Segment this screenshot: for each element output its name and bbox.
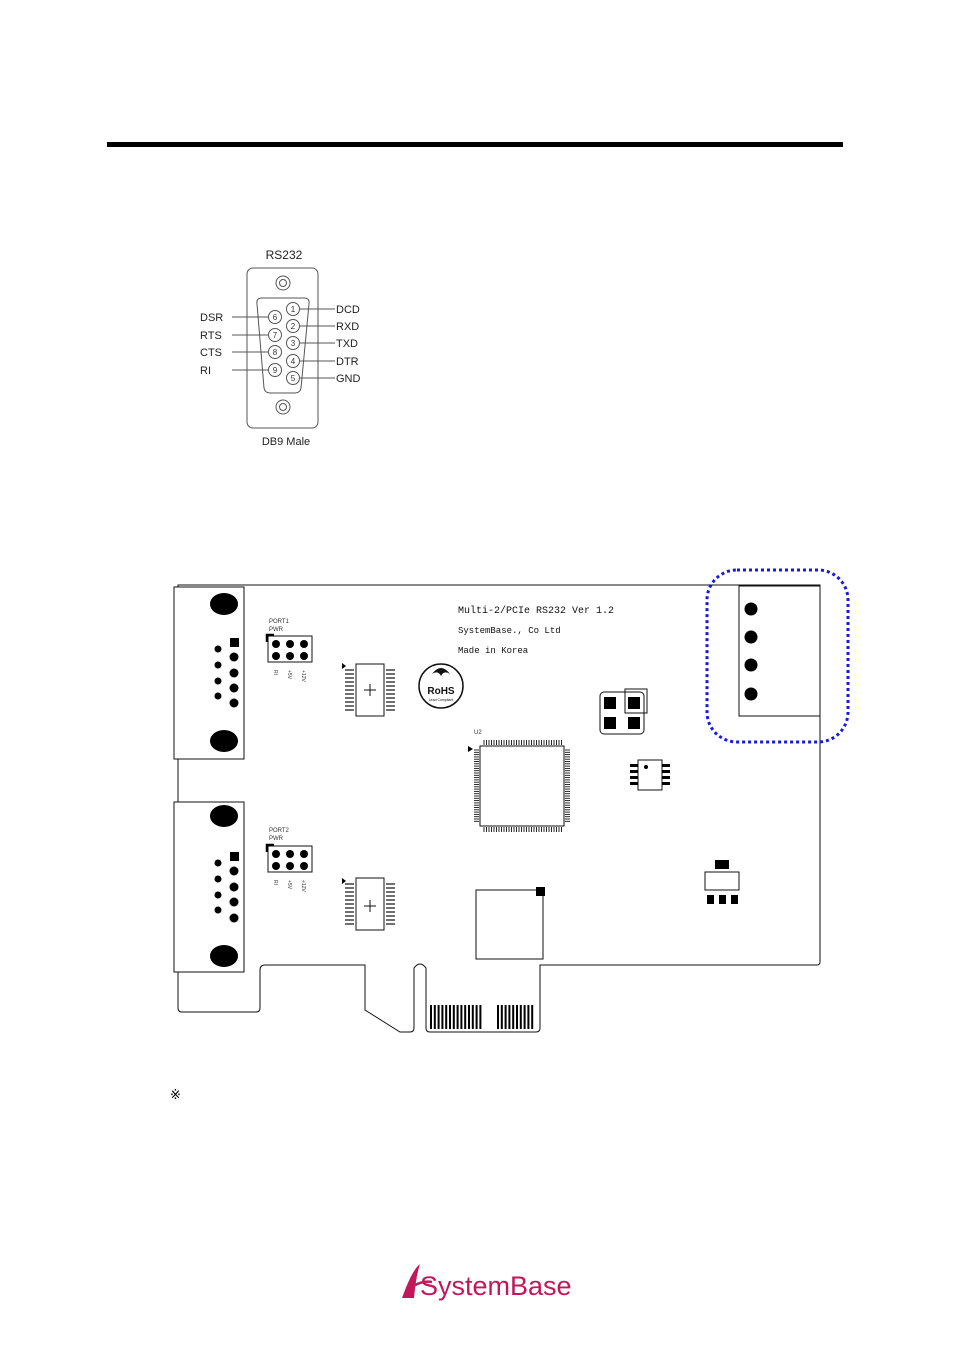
pin-number: 8 <box>273 348 278 357</box>
pin-8 <box>268 345 282 359</box>
pin-number: 1 <box>291 305 296 314</box>
jumper-label: +12V <box>300 880 306 892</box>
bottom-screw-icon <box>275 399 291 415</box>
signal-label: RXD <box>336 321 359 333</box>
signal-label: RI <box>200 365 211 377</box>
systembase-logo: SystemBase <box>400 1262 580 1309</box>
board-model-text: Multi-2/PCIe RS232 Ver 1.2 <box>458 605 614 617</box>
pin-3 <box>286 336 300 350</box>
pin-number: 7 <box>273 331 278 340</box>
pin-9 <box>268 363 282 377</box>
transceiver-ic-1 <box>342 663 395 717</box>
pin-number: 9 <box>273 366 278 375</box>
pwr-label: PWR <box>269 627 284 633</box>
pin-1 <box>286 302 300 316</box>
bottom-square-chip <box>475 887 545 960</box>
pwr-label: PWR <box>269 836 284 842</box>
port1-db9-connector <box>173 586 245 760</box>
port1-jumper-block: PORT1 PWR RI +5V +12V <box>265 619 313 682</box>
connector-d-face <box>256 297 310 394</box>
signal-label: GND <box>336 373 361 385</box>
voltage-regulator <box>704 860 740 904</box>
signal-label: DTR <box>336 356 359 368</box>
jumper-label: +5V <box>286 670 292 680</box>
pin-number: 2 <box>291 322 296 331</box>
logo-swoosh-icon <box>402 1264 420 1298</box>
pin-number: 5 <box>291 374 296 383</box>
connector-shell <box>246 267 319 429</box>
power-header-connector <box>738 585 821 717</box>
port2-db9-connector <box>173 801 245 973</box>
jumper-label: +12V <box>300 670 306 682</box>
port2-jumper-block: PORT2 PWR RI +5V +12V <box>265 828 313 892</box>
main-controller-chip-u2: U2 <box>468 730 570 832</box>
db9-pinout-diagram: RS232 1 2 3 4 5 6 7 <box>200 248 361 448</box>
pin-7 <box>268 328 282 342</box>
rohs-subtext: Lead Compliant <box>429 698 454 702</box>
transceiver-ic-2 <box>342 877 395 931</box>
port2-label: PORT2 <box>269 828 290 834</box>
signal-label: DCD <box>336 304 360 316</box>
jumper-label: RI <box>272 880 278 885</box>
signal-label: RTS <box>200 330 222 342</box>
board-origin-text: Made in Korea <box>458 646 529 656</box>
connector-title: RS232 <box>266 248 303 262</box>
rohs-text: RoHS <box>427 686 455 697</box>
pin-number: 3 <box>291 339 296 348</box>
pin-2 <box>286 319 300 333</box>
rohs-logo-icon: RoHS Lead Compliant <box>418 663 464 709</box>
pcie-edge-fingers <box>430 1005 534 1029</box>
pin-6 <box>268 310 282 324</box>
board-maker-text: SystemBase., Co Ltd <box>458 626 561 636</box>
pcb-board-diagram: PORT1 PWR RI +5V +12V PORT2 PWR RI +5V +… <box>173 568 850 1033</box>
signal-label: TXD <box>336 338 358 350</box>
crystal-oscillator <box>599 688 648 735</box>
pin-number: 4 <box>291 357 296 366</box>
connector-caption: DB9 Male <box>262 436 310 448</box>
note-symbol: ※ <box>170 1088 181 1103</box>
pin-4 <box>286 354 300 368</box>
jumper-label: +5V <box>286 880 292 890</box>
section-rule <box>107 142 843 147</box>
jumper-label: RI <box>272 670 278 675</box>
signal-label: DSR <box>200 312 223 324</box>
small-eeprom-chip <box>630 759 670 791</box>
signal-label: CTS <box>200 347 222 359</box>
brand-name: SystemBase <box>420 1271 572 1301</box>
pin-5 <box>286 371 300 385</box>
port1-label: PORT1 <box>269 619 290 625</box>
pin-number: 6 <box>273 313 278 322</box>
u2-label: U2 <box>474 730 482 736</box>
top-screw-icon <box>275 275 291 291</box>
